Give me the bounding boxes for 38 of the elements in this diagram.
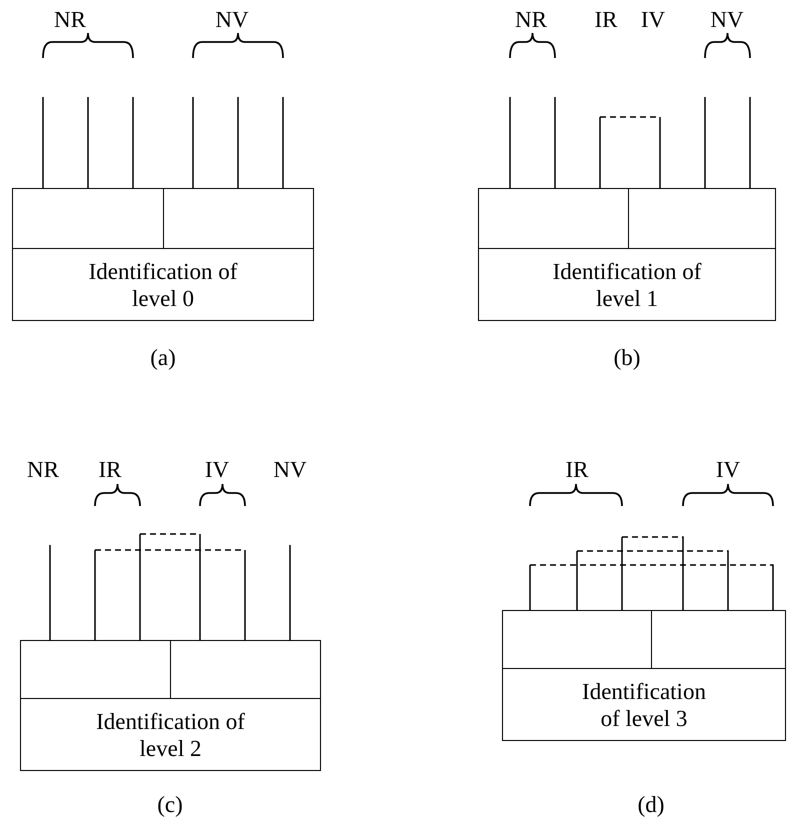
register-cell — [502, 610, 652, 669]
dashed-connector — [599, 116, 661, 188]
signal-label: IR — [594, 7, 618, 33]
identification-box — [502, 668, 786, 741]
identification-box — [20, 698, 321, 771]
signal-label: NV — [710, 7, 744, 33]
signal-label: IV — [716, 457, 740, 483]
signal-label: IV — [204, 457, 230, 483]
dashed-connector — [139, 533, 201, 640]
dashed-connector — [529, 564, 774, 610]
box-text: Identification of level 0 — [88, 258, 238, 312]
identification-box — [478, 248, 776, 321]
register-cell — [628, 188, 776, 249]
dashed-connector — [576, 550, 729, 610]
dashed-connector — [94, 549, 246, 640]
dashed-connector — [621, 536, 684, 610]
panel-caption: (d) — [638, 792, 664, 818]
box-text: Identification of level 1 — [552, 258, 702, 312]
box-text: Identification of level 2 — [95, 708, 246, 762]
panel-caption: (b) — [614, 345, 640, 371]
signal-label: NR — [54, 7, 86, 33]
register-cell — [12, 188, 164, 249]
signal-label: NV — [215, 7, 249, 33]
signal-label: NV — [273, 457, 307, 483]
identification-box — [12, 248, 314, 321]
box-text: Identification of level 3 — [581, 678, 707, 732]
register-cell — [478, 188, 629, 249]
signal-label: IR — [98, 457, 122, 483]
signal-label: IR — [566, 457, 588, 483]
panel-caption: (c) — [157, 792, 183, 818]
signal-label: NR — [27, 457, 59, 483]
register-cell — [170, 640, 321, 699]
signal-label: IV — [640, 7, 666, 33]
register-cell — [20, 640, 171, 699]
register-cell — [651, 610, 786, 669]
register-cell — [163, 188, 314, 249]
signal-label: NR — [515, 7, 547, 33]
panel-caption: (a) — [150, 345, 176, 371]
